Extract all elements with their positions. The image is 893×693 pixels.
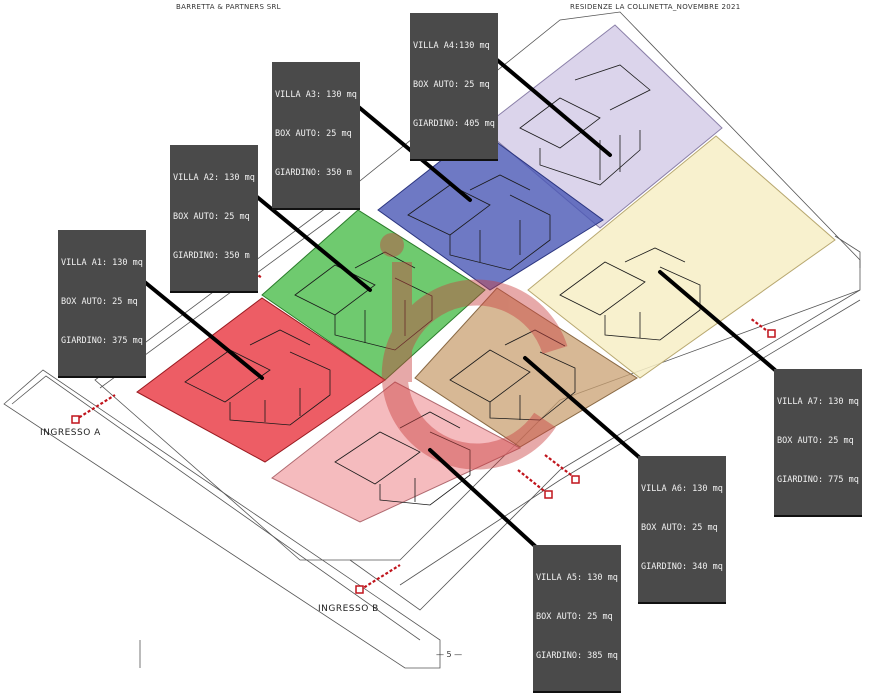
villa-a1-label: VILLA A1: 130 mq BOX AUTO: 25 mq GIARDIN… [58,230,146,378]
leader-a5 [428,448,537,548]
villa-a4-garden: GIARDINO: 405 mq [413,119,495,129]
villa-a2-box: BOX AUTO: 25 mq [173,212,250,222]
entrance-b-label: INGRESSO B [318,604,379,614]
villa-a6-garden: GIARDINO: 340 mq [641,562,723,572]
plot-villa-a2 [261,209,486,381]
leader-a6 [523,356,642,460]
villa-a5-name: VILLA A5: 130 mq [536,573,618,583]
entrance-a-label: INGRESSO A [40,428,101,438]
villa-a7-label: VILLA A7: 130 mq BOX AUTO: 25 mq GIARDIN… [774,369,862,517]
villa-a1-box: BOX AUTO: 25 mq [61,297,138,307]
villa-a7-name: VILLA A7: 130 mq [777,397,859,407]
plot-villa-a5 [271,381,522,523]
villa-a2-garden: GIARDINO: 350 m [173,251,250,261]
villa-a3-label: VILLA A3: 130 mq BOX AUTO: 25 mq GIARDIN… [272,62,360,210]
watermark-logo [380,233,568,470]
villa-a2-label: VILLA A2: 130 mq BOX AUTO: 25 mq GIARDIN… [170,145,258,293]
building-a6 [449,329,576,421]
villa-a6-label: VILLA A6: 130 mq BOX AUTO: 25 mq GIARDIN… [638,456,726,604]
villa-a6-name: VILLA A6: 130 mq [641,484,723,494]
building-a1 [184,329,331,426]
villa-a4-box: BOX AUTO: 25 mq [413,80,490,90]
leader-a1 [128,268,264,380]
villa-a1-name: VILLA A1: 130 mq [61,258,143,268]
building-a5 [334,411,471,506]
building-a7 [559,247,701,341]
plot-villa-a1 [136,297,386,463]
building-a3 [407,174,551,271]
project-title: RESIDENZE LA COLLINETTA_NOVEMBRE 2021 [570,3,741,11]
arrow-ingresso-b [359,564,401,591]
villa-a1-garden: GIARDINO: 375 mq [61,336,143,346]
site-plan-diagram: BARRETTA & PARTNERS SRL RESIDENZE LA COL… [3,3,862,693]
villa-a2-name: VILLA A2: 130 mq [173,173,255,183]
villa-buildings [184,64,701,506]
leader-a4 [488,52,612,157]
site-plan-drawing [3,11,861,669]
company-name: BARRETTA & PARTNERS SRL [176,3,281,11]
villa-a3-name: VILLA A3: 130 mq [275,90,357,100]
villa-a3-box: BOX AUTO: 25 mq [275,129,352,139]
page-number: — 5 — [436,650,463,659]
leader-a7 [658,270,777,372]
villa-a4-label: VILLA A4:130 mq BOX AUTO: 25 mq GIARDINO… [410,13,498,161]
villa-a7-garden: GIARDINO: 775 mq [777,475,859,485]
arrow-a7 [749,317,771,334]
arrow-ingresso-a [74,394,116,421]
villa-a4-name: VILLA A4:130 mq [413,41,490,51]
villa-a6-box: BOX AUTO: 25 mq [641,523,718,533]
building-a2 [294,251,433,351]
villa-a5-box: BOX AUTO: 25 mq [536,612,613,622]
villa-a5-label: VILLA A5: 130 mq BOX AUTO: 25 mq GIARDIN… [533,545,621,693]
villa-a5-garden: GIARDINO: 385 mq [536,651,618,661]
villa-a7-box: BOX AUTO: 25 mq [777,436,854,446]
leader-lines [128,52,777,548]
villa-a3-garden: GIARDINO: 350 m [275,168,352,178]
arrow-a5 [517,469,549,495]
arrow-a6 [544,454,576,479]
leader-a2 [243,185,372,292]
